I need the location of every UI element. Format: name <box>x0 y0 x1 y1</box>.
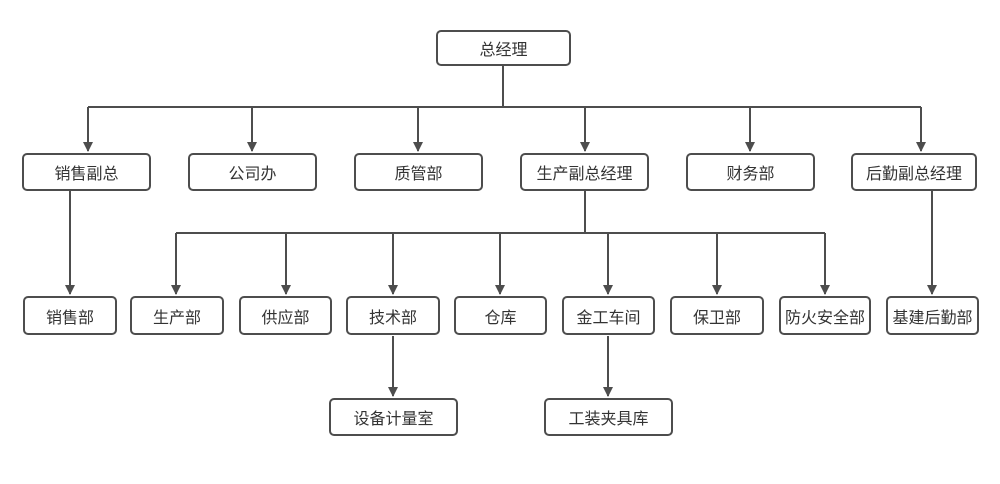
node-metal-workshop: 金工车间 <box>562 296 655 335</box>
node-logistics-vp: 后勤副总经理 <box>851 153 977 191</box>
node-quality-dept: 质管部 <box>354 153 483 191</box>
node-company-office: 公司办 <box>188 153 317 191</box>
node-tooling-storage: 工装夹具库 <box>544 398 673 436</box>
node-sales-dept: 销售部 <box>23 296 117 335</box>
node-tech-dept: 技术部 <box>346 296 440 335</box>
node-general-manager: 总经理 <box>436 30 571 66</box>
node-equipment-metering: 设备计量室 <box>329 398 458 436</box>
node-production-vp: 生产副总经理 <box>520 153 649 191</box>
node-infrastructure-dept: 基建后勤部 <box>886 296 979 335</box>
node-security-dept: 保卫部 <box>670 296 764 335</box>
node-warehouse: 仓库 <box>454 296 547 335</box>
node-finance-dept: 财务部 <box>686 153 815 191</box>
node-sales-vp: 销售副总 <box>22 153 151 191</box>
node-production-dept: 生产部 <box>130 296 224 335</box>
node-fire-safety-dept: 防火安全部 <box>779 296 871 335</box>
node-supply-dept: 供应部 <box>239 296 332 335</box>
